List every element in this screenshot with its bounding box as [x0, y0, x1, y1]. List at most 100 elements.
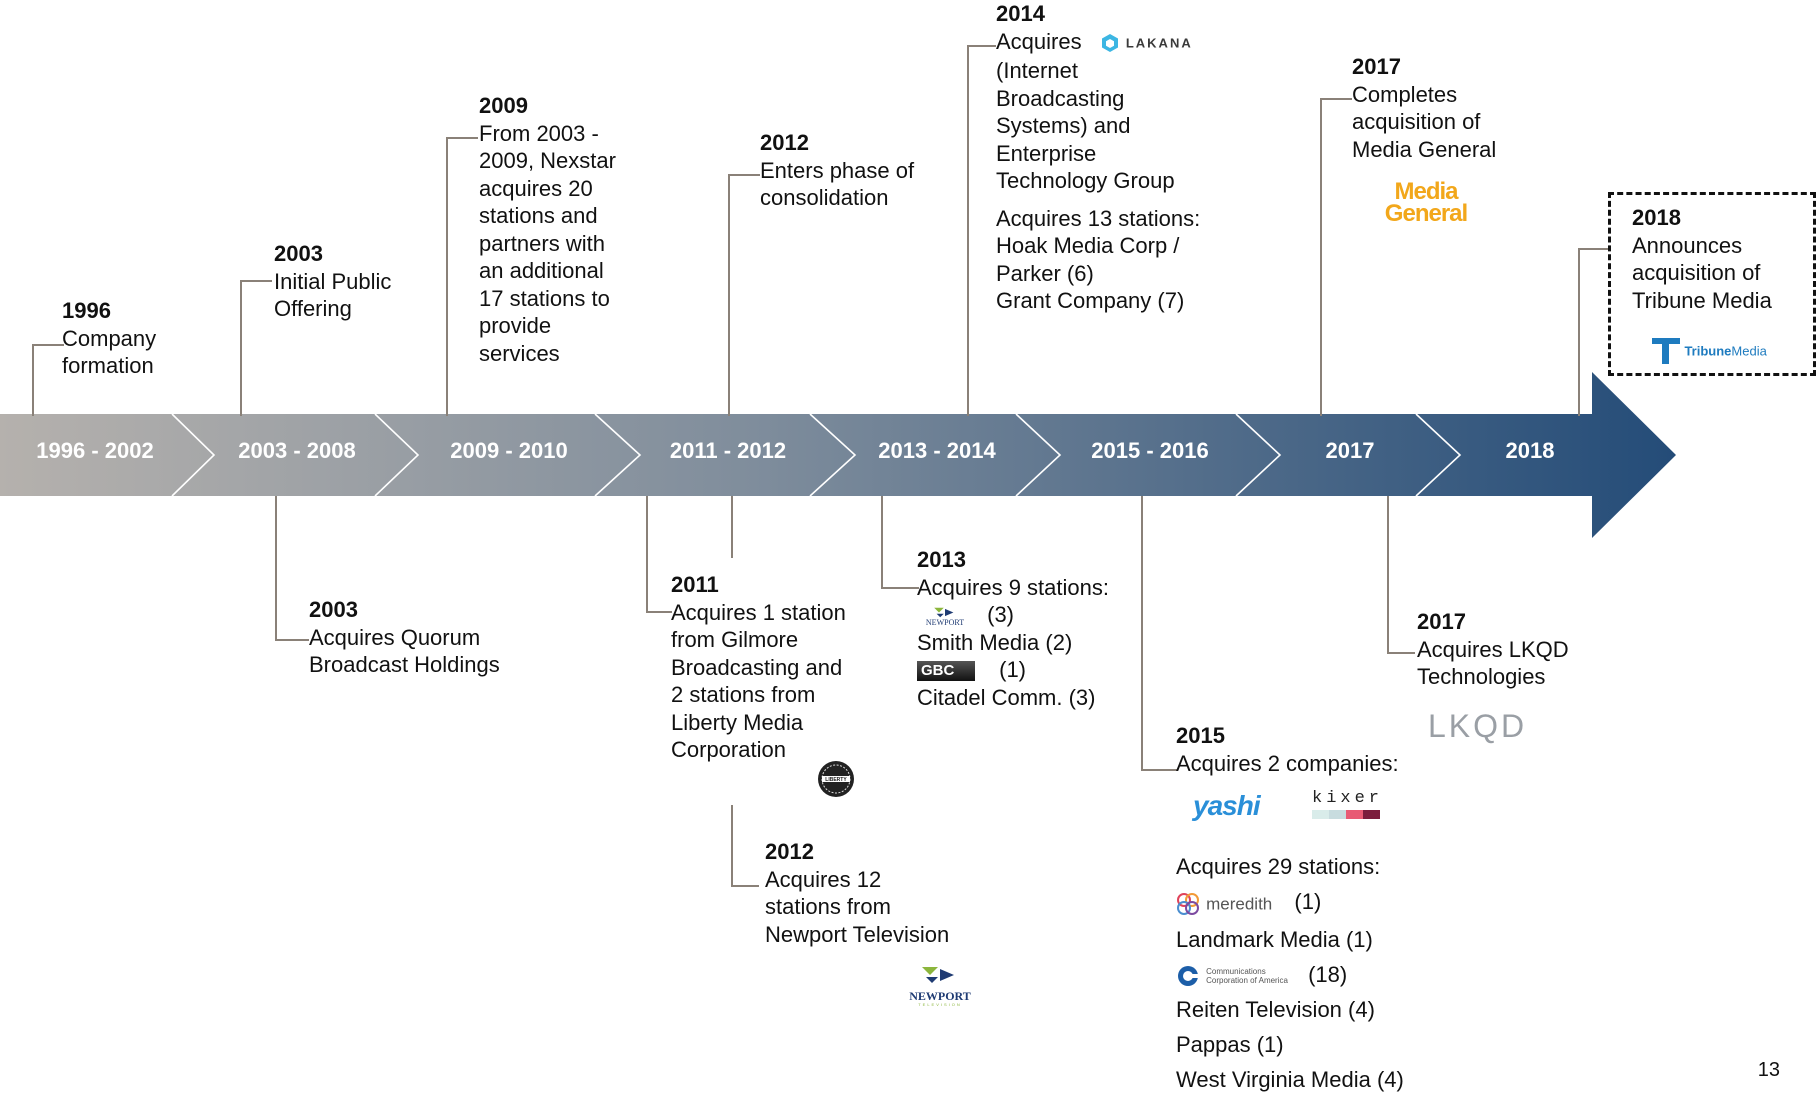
event-text: Enters phase of — [760, 157, 915, 183]
event-year: 2011 — [671, 572, 719, 597]
event-text: Media General — [1352, 136, 1497, 162]
event-text: 2009, Nexstar — [479, 148, 616, 173]
event-text: services — [479, 340, 560, 366]
tribune-media-logo: TribuneMedia — [1652, 336, 1767, 366]
event-2003-ipo: 2003 Initial Public Offering — [274, 240, 391, 323]
connector-1996 — [32, 344, 64, 416]
event-2015: 2015 Acquires 2 companies: — [1176, 722, 1399, 777]
lakana-logo: LAKANA — [1100, 28, 1193, 57]
event-text: Completes — [1352, 81, 1458, 107]
event-text: formation — [62, 353, 154, 378]
event-2017-lkqd: 2017 Acquires LKQD Technologies — [1417, 608, 1569, 691]
newport-small-logo: NEWPORT — [917, 606, 973, 627]
event-text: Acquires 29 stations: — [1176, 854, 1381, 879]
event-text: Acquires 13 stations: — [996, 205, 1201, 231]
segment-label-2017: 2017 — [1325, 438, 1375, 463]
event-year: 2003 — [274, 241, 323, 266]
event-year: 1996 — [62, 298, 111, 323]
event-text: Technologies — [1417, 664, 1546, 689]
event-text: Acquires 2 companies: — [1176, 750, 1399, 776]
event-2017-media-general: 2017 Completes acquisition of Media Gene… — [1352, 53, 1496, 163]
event-2015-stations: Acquires 29 stations: meredith (1) Landm… — [1176, 849, 1404, 1097]
event-text: NEWPORT (3) — [917, 601, 1109, 629]
connector-2003b — [275, 496, 309, 641]
event-text: acquisition of — [1632, 260, 1761, 285]
event-text: Broadcast Holdings — [309, 652, 500, 677]
connector-2011 — [646, 496, 672, 613]
event-year: 2017 — [1352, 54, 1401, 79]
event-year: 2013 — [917, 547, 966, 572]
event-text: Systems) and — [996, 113, 1131, 139]
event-text: West Virginia Media (4) — [1176, 1066, 1404, 1092]
event-text: From 2003 - — [479, 120, 599, 146]
connector-2017 — [1320, 98, 1352, 416]
connector-2018 — [1578, 248, 1610, 416]
event-text: meredith (1) — [1176, 884, 1404, 922]
event-year: 2012 — [765, 839, 814, 864]
event-text: Hoak Media Corp / — [996, 233, 1180, 259]
event-text: Smith Media (2) — [917, 629, 1073, 655]
event-2012-newport: 2012 Acquires 12 stations from Newport T… — [765, 838, 949, 948]
connector-2015 — [1141, 496, 1177, 771]
event-text: Corporation — [671, 737, 786, 762]
event-text: from Gilmore — [671, 627, 799, 652]
event-year: 2014 — [996, 1, 1045, 26]
event-text: Acquires 1 station — [671, 599, 846, 625]
event-2011: 2011 Acquires 1 station from Gilmore Bro… — [671, 571, 846, 764]
event-year: 2018 — [1632, 205, 1681, 230]
event-2003-quorum: 2003 Acquires Quorum Broadcast Holdings — [309, 596, 500, 679]
svg-text:LIBERTY: LIBERTY — [825, 777, 847, 783]
event-text: Acquires LKQD — [1417, 636, 1569, 662]
liberty-seal-icon: LIBERTY — [818, 761, 854, 797]
event-text: Acquires 9 stations: — [917, 574, 1109, 600]
connector-2013 — [881, 496, 919, 589]
event-text: Reiten Television (4) — [1176, 996, 1375, 1022]
yashi-logo: yashi — [1193, 790, 1261, 821]
event-text: Acquires 12 — [765, 866, 882, 892]
event-year: 2017 — [1417, 609, 1466, 634]
event-text: stations and — [479, 203, 598, 228]
connector-2003 — [240, 280, 272, 416]
segment-label-2018: 2018 — [1505, 438, 1555, 463]
segment-label-2013-2014: 2013 - 2014 — [878, 438, 996, 463]
segment-label-2003-2008: 2003 - 2008 — [238, 438, 356, 463]
event-1996: 1996 Company formation — [62, 297, 156, 380]
event-text: Acquires Quorum — [309, 624, 481, 650]
timeline-arrow — [0, 372, 1676, 538]
event-text: Landmark Media (1) — [1176, 926, 1373, 952]
event-text: Communications Corporation of America (1… — [1176, 957, 1404, 992]
event-text: acquisition of — [1352, 109, 1481, 134]
event-text: consolidation — [760, 185, 889, 210]
kixer-logo: kixer — [1312, 790, 1380, 819]
event-year: 2003 — [309, 597, 358, 622]
segment-label-2009-2010: 2009 - 2010 — [450, 438, 568, 463]
connector-2012 — [728, 174, 760, 416]
event-text: Acquires LAKANA — [996, 28, 1200, 58]
event-text: Newport Television — [765, 921, 950, 947]
event-text: Tribune Media — [1632, 287, 1772, 313]
event-2018-tribune: 2018 Announces acquisition of Tribune Me… — [1632, 204, 1772, 314]
connector-2012b — [731, 805, 759, 887]
connector-2014 — [967, 45, 996, 416]
hexagon-icon — [1101, 34, 1118, 53]
event-text: acquires 20 — [479, 175, 593, 201]
event-text: 17 stations to — [479, 285, 610, 311]
event-text: Initial Public — [274, 268, 392, 294]
segment-label-1996-2002: 1996 - 2002 — [36, 438, 154, 463]
event-text: Broadcasting and — [671, 654, 843, 680]
event-text: Enterprise — [996, 140, 1097, 166]
event-text: stations from — [765, 894, 891, 919]
event-text-acquires: Acquires — [996, 28, 1082, 54]
event-text: Citadel Comm. (3) — [917, 684, 1096, 710]
event-text: Parker (6) — [996, 260, 1094, 286]
meredith-logo: meredith — [1176, 885, 1272, 922]
newport-arrows-icon — [934, 607, 954, 617]
meredith-knot-icon — [1177, 893, 1199, 916]
event-text: Broadcasting — [996, 85, 1125, 111]
page-number: 13 — [1757, 1059, 1780, 1081]
newport-television-logo: NEWPORT TELEVISION — [902, 965, 978, 1008]
lkqd-logo: LKQD — [1428, 708, 1528, 744]
event-text: GBC (1) — [917, 656, 1109, 684]
event-text: partners with — [479, 230, 605, 256]
